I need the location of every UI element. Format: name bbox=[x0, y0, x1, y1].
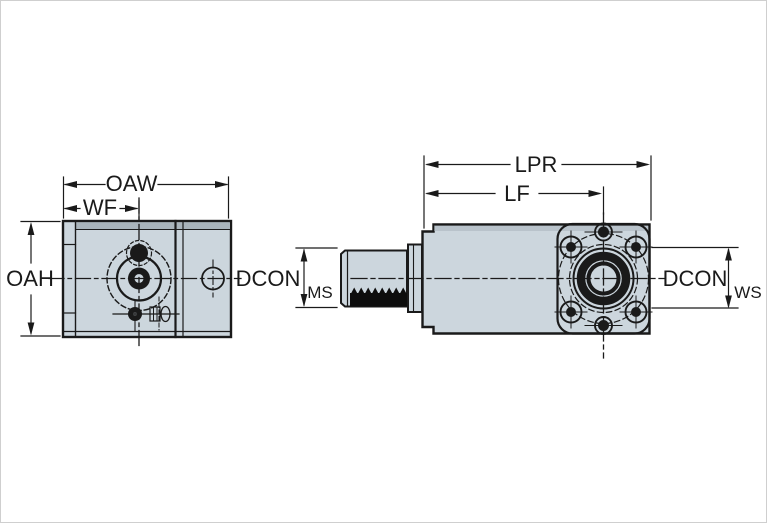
arrow-right-icon bbox=[636, 161, 650, 168]
lpr-label: LPR bbox=[515, 152, 558, 177]
arrow-down-icon bbox=[27, 322, 35, 336]
right-view-side bbox=[340, 212, 666, 359]
arrow-up-icon bbox=[300, 248, 308, 262]
shaft-thread bbox=[350, 287, 407, 307]
arrow-left-icon bbox=[425, 190, 439, 197]
dimension-arrowheads bbox=[27, 161, 732, 336]
lf-label: LF bbox=[504, 181, 530, 206]
arrow-up-icon bbox=[725, 247, 732, 261]
dcon-ms-subscript: MS bbox=[307, 283, 333, 302]
dcon-ms-label: DCON bbox=[236, 266, 301, 291]
dcon-ws-subscript: WS bbox=[734, 283, 761, 302]
arrow-right-icon bbox=[588, 190, 602, 197]
dcon-ws-label: DCON bbox=[663, 266, 728, 291]
set-screw-detail bbox=[112, 296, 180, 332]
lpr-dimension bbox=[423, 155, 652, 229]
arrow-left-icon bbox=[425, 161, 439, 168]
wf-label: WF bbox=[83, 195, 117, 220]
oaw-label: OAW bbox=[106, 171, 158, 196]
arrow-left-icon bbox=[63, 205, 77, 212]
arrow-right-icon bbox=[125, 205, 139, 212]
arrow-down-icon bbox=[725, 295, 732, 309]
arrow-up-icon bbox=[27, 222, 35, 235]
left-view-front bbox=[48, 197, 242, 349]
oah-label: OAH bbox=[6, 266, 54, 291]
dimension-labels: OAW WF OAH DCON MS LPR LF DCON WS bbox=[6, 152, 762, 302]
arrow-down-icon bbox=[300, 294, 308, 307]
arrow-right-icon bbox=[215, 181, 229, 188]
left-view-top-edge-band bbox=[75, 222, 230, 230]
arrow-left-icon bbox=[63, 181, 77, 188]
